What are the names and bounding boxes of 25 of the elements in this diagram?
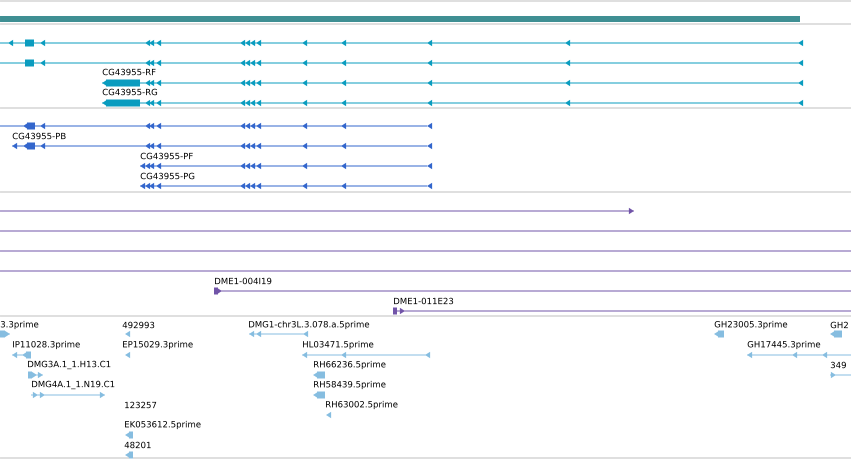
feature-label: DMG4A.1_1.N19.C1 [32,380,114,390]
feature-label: HL03471.5prime [303,340,374,350]
feature-label: CG43955-PG [140,172,194,180]
feature-label: 349 [830,362,846,368]
feature-label: EK053612.5prime [125,420,201,430]
feature-label: 3.3prime [0,320,38,330]
feature-label: DME1-004I19 [215,278,272,284]
feature-label: CG43955-PB [12,132,66,140]
feature-label: RH58439.5prime [314,380,386,390]
feature-label: CG43955-RF [102,68,156,76]
feature-label: DME1-011E23 [394,298,454,304]
feature-label: RH63002.5prime [326,400,398,410]
feature-label: IP11028.3prime [13,340,80,350]
feature-label: 123257 [125,402,156,408]
feature-label: DMG1-chr3L.3.078.a.5prime [249,320,370,330]
feature-label: CG43955-RG [102,88,158,96]
feature-label: 492993 [122,322,154,328]
feature-label: GH23005.3prime [714,320,788,330]
feature-label: GH2 [830,322,848,328]
feature-label: 48201 [124,442,151,448]
feature-label: DMG3A.1_1.H13.C1 [28,360,110,370]
feature-label: GH17445.3prime [748,340,820,350]
feature-label: CG43955-PF [140,152,193,160]
feature-label: EP15029.3prime [123,340,193,350]
feature-label: RH66236.5prime [314,360,386,370]
